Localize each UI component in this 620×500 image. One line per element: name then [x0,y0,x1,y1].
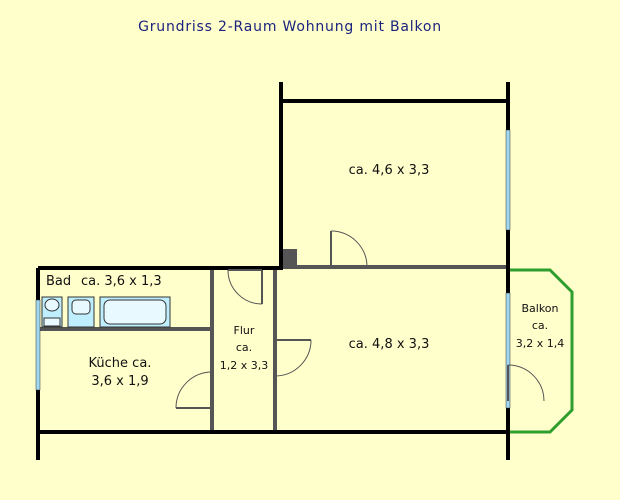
label-bad-name: Bad [46,274,71,289]
bathroom-fixtures [41,296,171,328]
window-zimmer-unten [505,292,511,409]
door-balkon [507,364,545,402]
windows [35,129,511,409]
sink-icon [67,296,95,328]
label-flur-name: Flur [234,324,255,337]
label-balkon-ca: ca. [532,319,548,332]
label-flur-ca: ca. [236,341,252,354]
toilet-icon [41,296,63,328]
doors [175,230,545,409]
plan-title: Grundriss 2-Raum Wohnung mit Balkon [138,19,442,35]
door-zimmer-unten [274,339,312,377]
label-zimmer-oben: ca. 4,6 x 3,3 [349,163,430,178]
window-bad-kueche [35,299,41,391]
window-zimmer-oben [505,129,511,231]
label-balkon-size: 3,2 x 1,4 [516,337,565,350]
door-bad [227,269,263,305]
balcony-outline [508,268,574,434]
interior-walls [40,265,508,432]
label-flur-size: 1,2 x 3,3 [220,359,269,372]
door-zimmer-oben [330,230,368,268]
label-zimmer-unten: ca. 4,8 x 3,3 [349,337,430,352]
door-kueche [175,371,213,409]
chimney [283,249,297,265]
label-bad-size: ca. 3,6 x 1,3 [81,274,162,289]
label-balkon-name: Balkon [521,302,558,315]
bathtub-icon [99,296,171,328]
label-kueche-size: 3,6 x 1,9 [91,374,148,389]
label-kueche-name: Küche ca. [89,356,152,371]
